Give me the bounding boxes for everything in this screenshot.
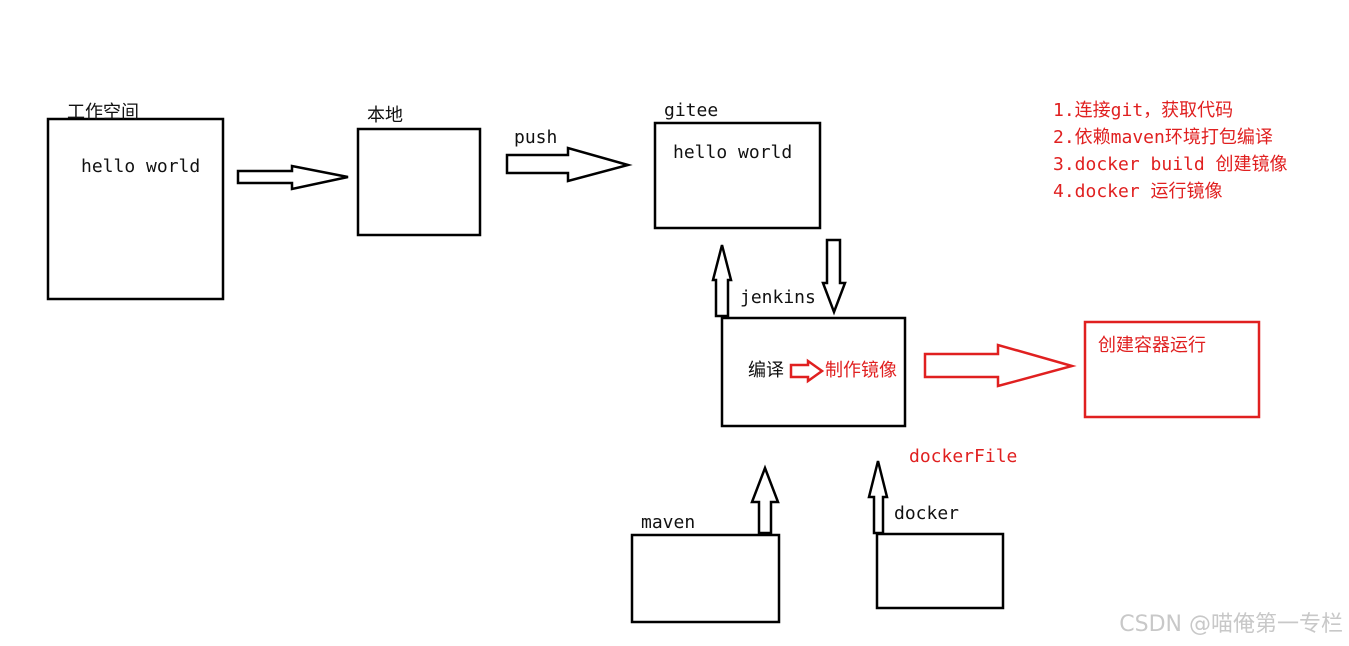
gitee-box: [653, 121, 822, 230]
step-item: 3.docker build 创建镜像: [1053, 154, 1288, 175]
maven-title: maven: [641, 512, 696, 533]
dockerfile-label: dockerFile: [909, 446, 1018, 467]
workspace-content: hello world: [81, 156, 201, 177]
arrow-gitee-to-jenkins: [821, 238, 847, 316]
docker-box: [875, 532, 1005, 610]
arrow-docker-to-jenkins: [867, 460, 889, 535]
docker-title: docker: [894, 503, 960, 524]
local-box: [356, 127, 482, 237]
arrow-local-to-gitee: [505, 146, 633, 183]
jenkins-build-image: 制作镜像: [825, 360, 897, 381]
arrow-compile-to-image: [789, 358, 825, 384]
watermark: CSDN @喵俺第一专栏: [1119, 612, 1343, 637]
workspace-box: [46, 117, 225, 301]
step-item: 4.docker 运行镜像: [1053, 181, 1223, 202]
jenkins-box: [720, 316, 907, 428]
arrow-maven-to-jenkins: [750, 464, 780, 535]
gitee-title: gitee: [664, 100, 719, 121]
arrow-jenkins-to-gitee: [711, 244, 733, 318]
jenkins-title: jenkins: [740, 287, 816, 308]
local-title: 本地: [367, 105, 403, 126]
steps-list: 1.连接git，获取代码 2.依赖maven环境打包编译 3.docker bu…: [1053, 97, 1288, 205]
container-box: [1083, 320, 1261, 419]
maven-box: [630, 533, 781, 624]
arrow-jenkins-to-container: [923, 343, 1077, 388]
workspace-title: 工作空间: [67, 102, 139, 123]
container-title: 创建容器运行: [1098, 335, 1206, 356]
push-label: push: [514, 127, 558, 148]
arrow-workspace-to-local: [236, 164, 349, 191]
step-item: 1.连接git，获取代码: [1053, 100, 1234, 121]
jenkins-compile: 编译: [748, 360, 784, 381]
step-item: 2.依赖maven环境打包编译: [1053, 127, 1273, 148]
gitee-content: hello world: [673, 142, 793, 163]
